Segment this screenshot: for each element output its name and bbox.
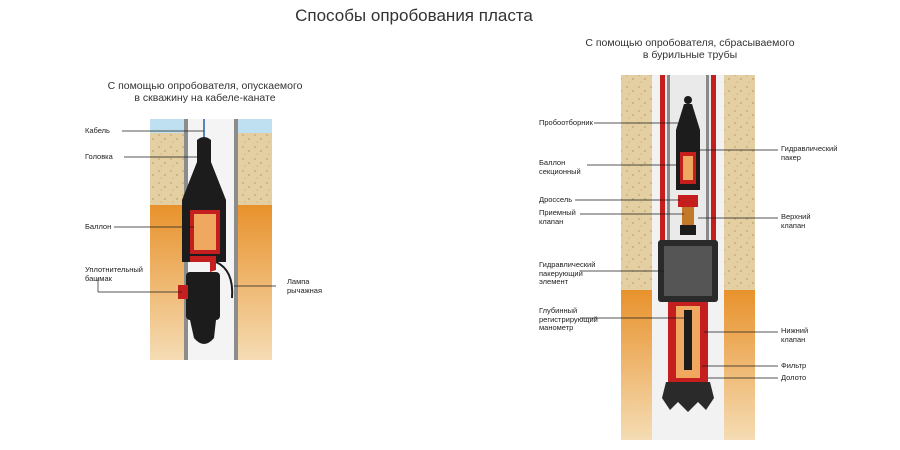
label-lower-valve-line2: клапан — [781, 336, 808, 345]
label-upper-valve: Верхний клапан — [781, 213, 811, 230]
left-well — [150, 119, 272, 360]
right-sampler-tip — [684, 96, 692, 104]
right-intake-valve — [680, 225, 696, 235]
label-sampler: Пробоотборник — [539, 119, 593, 128]
label-packer-element-line3: элемент — [539, 278, 595, 287]
label-gauge: Глубинный регистрирующий манометр — [539, 307, 598, 333]
label-cylinder: Баллон — [85, 223, 111, 232]
label-gauge-line3: манометр — [539, 324, 598, 333]
right-gauge — [684, 310, 692, 370]
right-well — [621, 75, 755, 440]
label-lever-lamp: Лампа рычажная — [287, 278, 322, 295]
left-head — [197, 137, 211, 162]
label-lower-valve: Нижний клапан — [781, 327, 808, 344]
label-seal-shoe: Уплотнительный башмак — [85, 266, 143, 283]
label-hydraulic-packer-line2: пакер — [781, 154, 837, 163]
label-sectional-cylinder: Баллон секционный — [539, 159, 581, 176]
label-choke: Дроссель — [539, 196, 572, 205]
right-bit — [662, 382, 714, 412]
label-filter: Фильтр — [781, 362, 806, 371]
label-lever-lamp-line2: рычажная — [287, 287, 322, 296]
label-seal-shoe-line2: башмак — [85, 275, 143, 284]
label-cable: Кабель — [85, 127, 110, 136]
label-sectional-cylinder-line2: секционный — [539, 168, 581, 177]
label-bit: Долото — [781, 374, 806, 383]
label-hydraulic-packer: Гидравлический пакер — [781, 145, 837, 162]
label-intake-valve-line2: клапан — [539, 218, 576, 227]
right-choke — [678, 195, 698, 207]
label-upper-valve-line2: клапан — [781, 222, 811, 231]
label-head: Головка — [85, 153, 113, 162]
label-intake-valve: Приемный клапан — [539, 209, 576, 226]
label-packer-element: Гидравлический пакерующий элемент — [539, 261, 595, 287]
